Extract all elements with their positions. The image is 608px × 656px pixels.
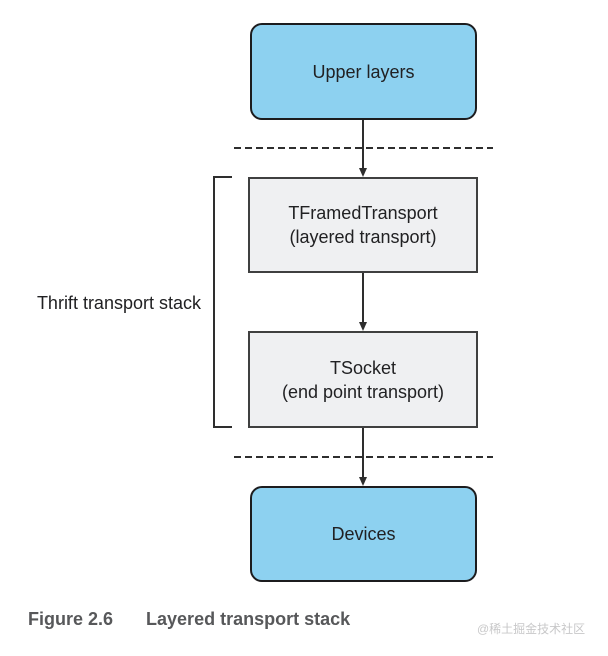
stack-bracket: [213, 176, 232, 428]
node-upper-layers: Upper layers: [250, 23, 477, 120]
figure-title: Layered transport stack: [146, 609, 351, 629]
node-tsocket: TSocket (end point transport): [248, 331, 478, 428]
node-tframed-subtitle: (layered transport): [289, 227, 437, 247]
figure-number: Figure 2.6: [28, 609, 114, 629]
arrow-upper-to-tframed: [358, 120, 367, 177]
node-tsocket-title: TSocket: [329, 357, 397, 378]
node-tsocket-subtitle: (end point transport): [281, 381, 445, 402]
node-devices-label: Devices: [331, 524, 396, 544]
watermark-text: @稀土掘金技术社区: [477, 622, 586, 636]
boundary-dashed-line-bottom: [234, 456, 493, 458]
arrow-tframed-to-tsocket: [358, 273, 367, 331]
stack-bracket-label: Thrift transport stack: [36, 293, 201, 313]
arrow-tsocket-to-devices: [358, 428, 367, 486]
node-devices: Devices: [250, 486, 477, 582]
node-upper-layers-label: Upper layers: [312, 61, 415, 82]
figure-caption: Figure 2.6 Layered transport stack: [28, 609, 350, 630]
node-tframed-title: TFramedTransport: [288, 203, 438, 223]
node-tframed-transport: TFramedTransport (layered transport): [248, 177, 478, 273]
